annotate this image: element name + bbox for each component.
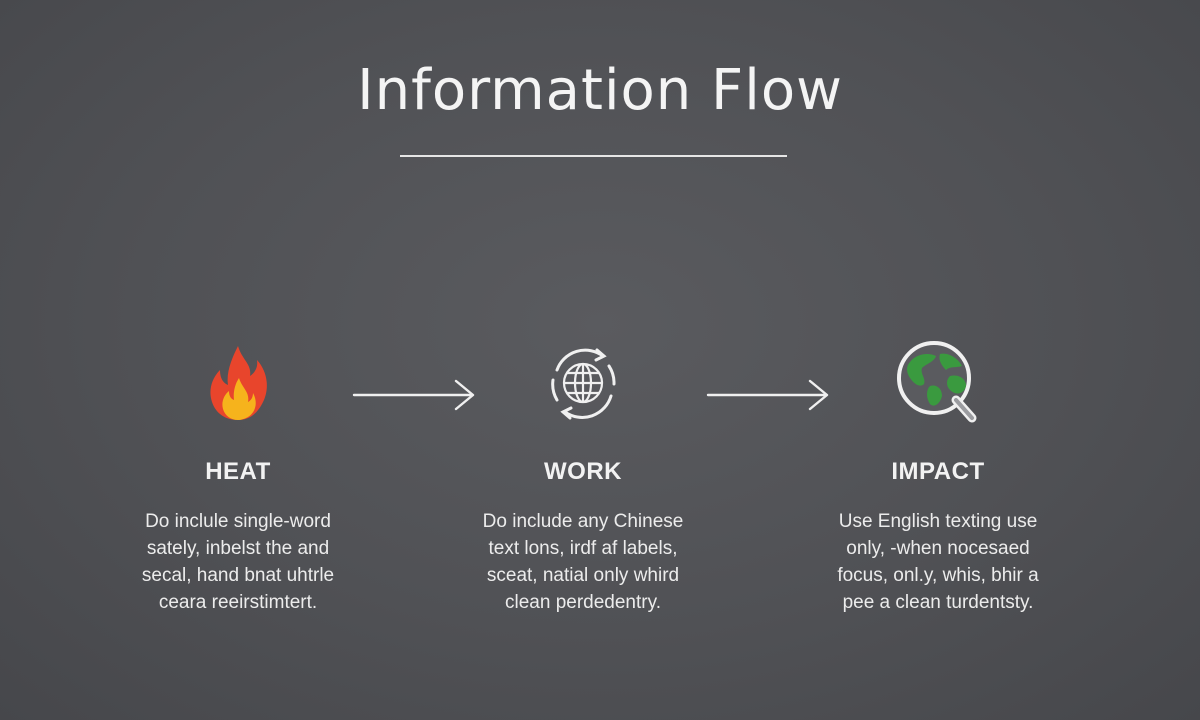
description-line: Do include any Chinese xyxy=(482,511,684,532)
right-arrow-icon xyxy=(706,378,831,412)
description-line: sately, inbelst the and xyxy=(146,538,330,559)
description-line: Use English texting use xyxy=(838,511,1038,532)
description-line: ceara reeirstimtert. xyxy=(158,592,318,613)
step-heat: HEAT Do inclule single-word sately, inbe… xyxy=(98,0,378,720)
flame-icon xyxy=(190,338,286,428)
description-line: Do inclule single-word xyxy=(145,511,331,532)
title-underline xyxy=(400,155,787,157)
step-label: IMPACT xyxy=(891,458,985,485)
description-line: sceat, natial only whird xyxy=(486,565,680,586)
description-line: secal, hand bnat uhtrle xyxy=(141,565,335,586)
description-line: text lons, irdf af labels, xyxy=(488,538,678,559)
step-label: WORK xyxy=(544,458,622,485)
description-line: focus, onl.y, whis, bhir a xyxy=(837,565,1039,586)
step-label: HEAT xyxy=(205,458,271,485)
step-work: WORK Do include any Chinese text lons, i… xyxy=(443,0,723,720)
description-line: pee a clean turdentsty. xyxy=(842,592,1034,613)
diagram-title: Information Flow xyxy=(357,58,843,123)
globe-cycle-icon xyxy=(535,338,631,428)
right-arrow-icon xyxy=(352,378,477,412)
globe-search-icon xyxy=(890,338,986,428)
step-impact: IMPACT Use English texting use only, -wh… xyxy=(798,0,1078,720)
step-description: Use English texting use only, -when noce… xyxy=(798,508,1078,616)
step-description: Do include any Chinese text lons, irdf a… xyxy=(443,508,723,616)
description-line: clean perdedentry. xyxy=(505,592,661,613)
step-description: Do inclule single-word sately, inbelst t… xyxy=(98,508,378,616)
description-line: only, -when nocesaed xyxy=(846,538,1030,559)
